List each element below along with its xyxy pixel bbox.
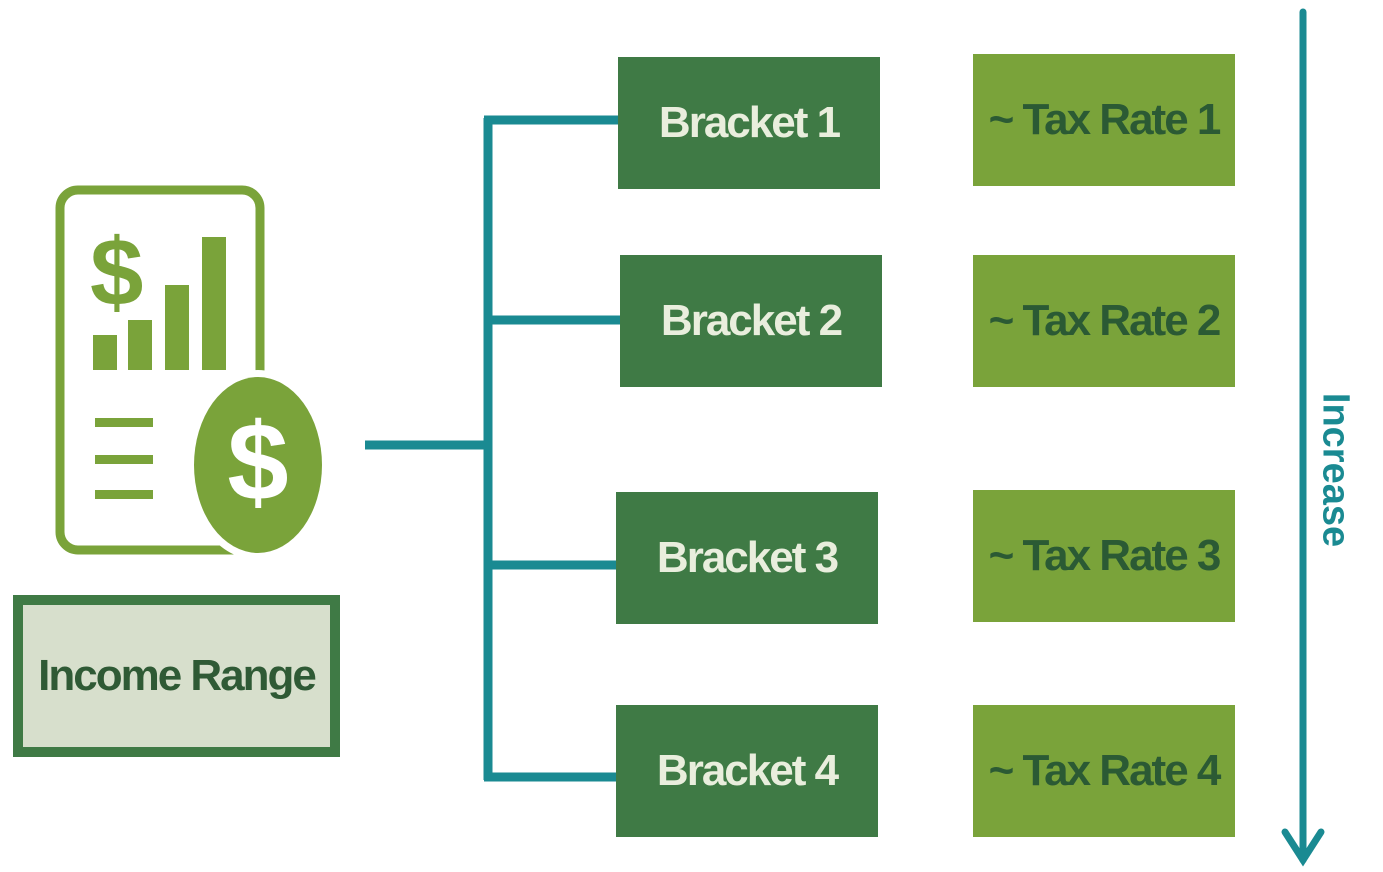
- arrow-head: [1281, 828, 1325, 867]
- bracket-2-label: Bracket 2: [660, 296, 843, 345]
- report-dollar-glyph: $: [90, 219, 143, 326]
- bracket-2-box: Bracket 2: [620, 255, 882, 387]
- dollar-coin-icon: $: [186, 370, 330, 560]
- tax-rate-2-label: ~ Tax Rate 2: [988, 296, 1222, 345]
- report-line-2: [95, 455, 153, 464]
- income-range-label: Income Range: [23, 605, 330, 747]
- tax-rate-1-box: ~ Tax Rate 1: [973, 54, 1235, 186]
- coin-dollar-glyph: $: [227, 401, 288, 524]
- increase-label: Increase: [1314, 392, 1357, 548]
- tax-rate-2-box: ~ Tax Rate 2: [973, 255, 1235, 387]
- bracket-1-box: Bracket 1: [618, 57, 880, 189]
- connector-lines: [365, 115, 620, 782]
- tax-rate-4-label: ~ Tax Rate 4: [988, 746, 1222, 795]
- tax-rate-4-box: ~ Tax Rate 4: [973, 705, 1235, 837]
- tax-rate-3-box: ~ Tax Rate 3: [973, 490, 1235, 622]
- tax-rate-3-label: ~ Tax Rate 3: [988, 531, 1222, 580]
- financial-report-icon: $: [55, 185, 265, 555]
- report-bar-2: [128, 320, 152, 370]
- report-bar-4: [202, 237, 226, 370]
- report-bar-3: [165, 285, 189, 370]
- report-bar-1: [93, 335, 117, 370]
- bracket-1-label: Bracket 1: [658, 98, 841, 147]
- down-arrow-icon: [1281, 8, 1325, 867]
- bracket-3-label: Bracket 3: [656, 533, 839, 582]
- bracket-4-label: Bracket 4: [656, 746, 839, 795]
- bracket-4-box: Bracket 4: [616, 705, 878, 837]
- tax-rate-1-label: ~ Tax Rate 1: [988, 95, 1222, 144]
- report-line-3: [95, 490, 153, 499]
- report-line-1: [95, 418, 153, 427]
- income-range-box: Income Range: [13, 595, 340, 757]
- bracket-3-box: Bracket 3: [616, 492, 878, 624]
